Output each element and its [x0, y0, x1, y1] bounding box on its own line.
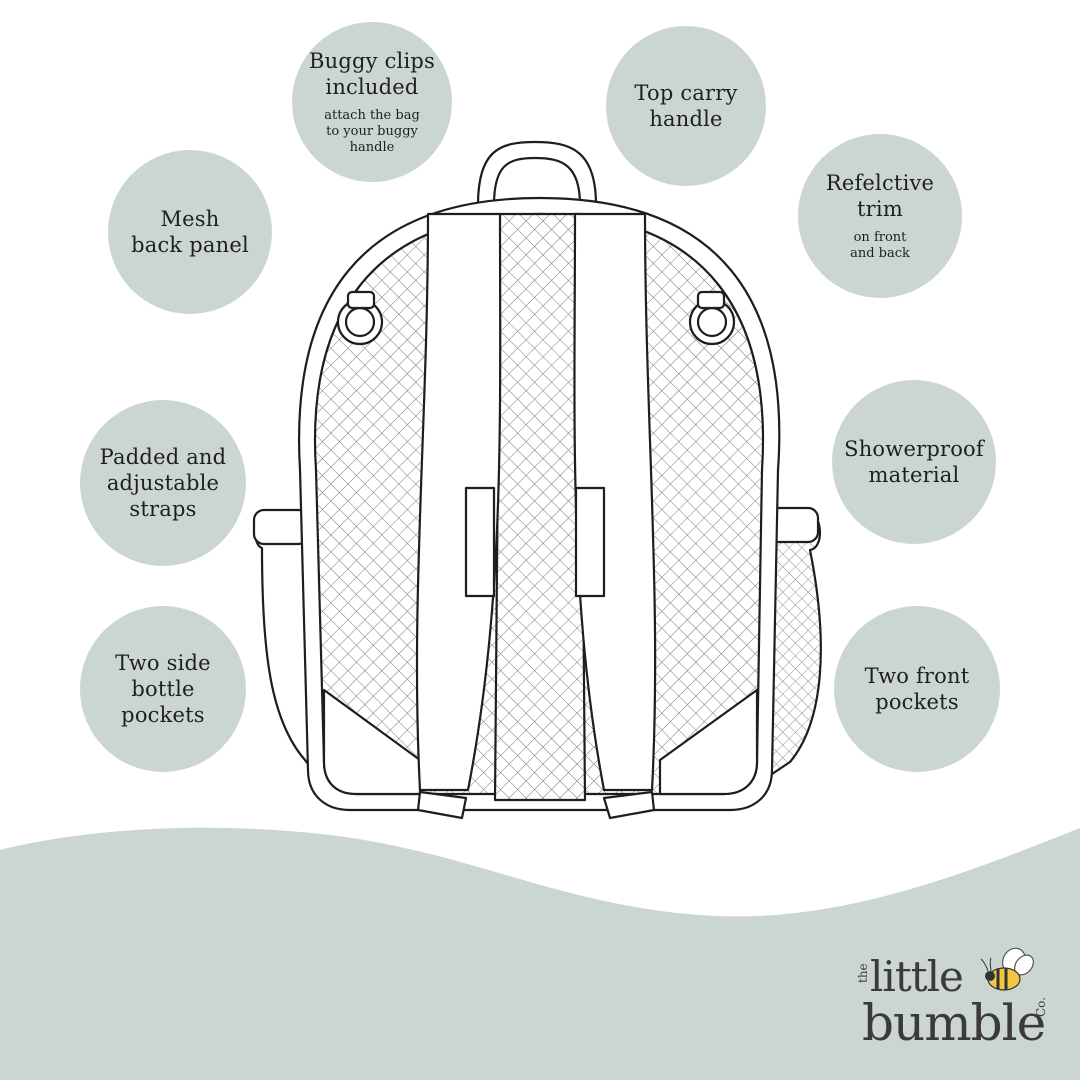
right-strap	[573, 212, 657, 792]
feature-bottle-pockets: Two side bottle pockets	[80, 606, 246, 772]
brand-logo: the little bumble Co.	[850, 945, 1065, 1060]
left-d-ring	[336, 290, 384, 346]
backpack-illustration	[252, 140, 822, 820]
left-strap	[415, 212, 502, 792]
feature-mesh-panel: Mesh back panel	[108, 150, 272, 314]
feature-title: Refelctive trim	[825, 171, 935, 221]
feature-padded-straps: Padded and adjustable straps	[80, 400, 246, 566]
right-d-ring	[688, 290, 736, 346]
logo-the: the	[856, 963, 870, 983]
top-handle-shape	[476, 140, 598, 207]
feature-subtitle: on front and back	[850, 230, 910, 261]
feature-reflective-trim: Refelctive trim on front and back	[798, 134, 962, 298]
feature-title: Top carry handle	[634, 81, 738, 131]
feature-title: Padded and adjustable straps	[99, 445, 227, 521]
bee-icon	[980, 947, 1034, 991]
feature-title: Buggy clips included	[309, 49, 435, 99]
logo-little: little	[870, 952, 964, 1001]
feature-subtitle: attach the bag to your buggy handle	[324, 108, 420, 155]
feature-top-handle: Top carry handle	[606, 26, 766, 186]
feature-showerproof: Showerproof material	[832, 380, 996, 544]
feature-buggy-clips: Buggy clips included attach the bag to y…	[292, 22, 452, 182]
feature-title: Showerproof material	[844, 437, 984, 487]
logo-co: Co.	[1034, 996, 1048, 1017]
logo-bumble: bumble	[862, 994, 1046, 1052]
feature-title: Two side bottle pockets	[115, 651, 211, 727]
feature-front-pockets: Two front pockets	[834, 606, 1000, 772]
feature-title: Two front pockets	[864, 664, 970, 714]
feature-title: Mesh back panel	[131, 207, 249, 257]
